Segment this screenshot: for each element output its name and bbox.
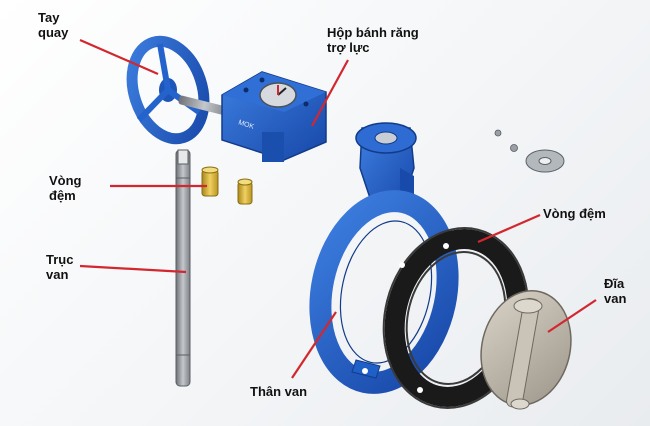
valve-stem [175, 149, 191, 387]
label-handwheel: Tay quay [38, 10, 69, 40]
callout-lines [79, 38, 597, 379]
label-stem: Trục van [46, 252, 74, 282]
callout-line-disc [547, 299, 597, 333]
svg-text:MOK: MOK [237, 119, 255, 131]
callout-line-gearbox [311, 59, 349, 127]
gearbox: MOK [221, 71, 327, 162]
label-gearbox: Hộp bánh răng trợ lực [327, 25, 419, 55]
small-hardware [494, 129, 565, 173]
callout-line-seal-right [477, 213, 541, 244]
label-disc: Đĩa van [604, 276, 627, 306]
stem-bushings [201, 166, 253, 205]
callout-line-stem [79, 264, 187, 274]
label-seal-right: Vòng đệm [543, 206, 606, 221]
valve-disc [480, 289, 572, 410]
callout-line-handwheel [79, 38, 159, 76]
label-seal-left: Vòng đệm [49, 173, 82, 203]
callout-line-body [291, 311, 337, 379]
handwheel [126, 35, 230, 145]
label-body: Thân van [250, 384, 308, 399]
valve-body [309, 122, 459, 394]
